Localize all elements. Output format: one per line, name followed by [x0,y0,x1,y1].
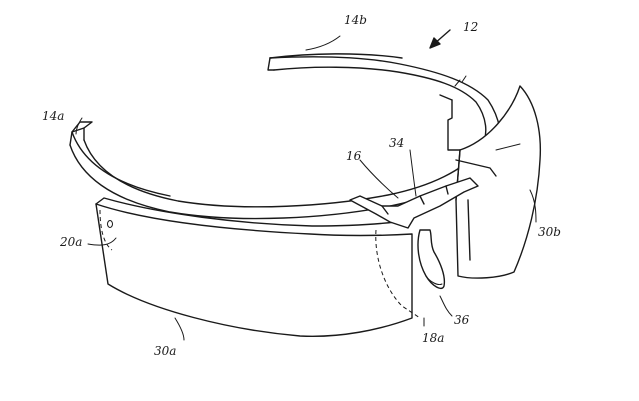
label-ref-20a: 20a [59,235,82,249]
label-ref-14a: 14a [42,109,64,123]
label-ref-34: 34 [389,136,404,150]
label-ref-14b: 14b [344,13,367,27]
label-ref-12: 12 [463,20,478,34]
hidden-lines [99,209,421,319]
label-ref-30b: 30b [538,225,561,239]
leader-lines [75,35,537,341]
lens-shield-30a [95,197,413,338]
label-ref-36: 36 [454,313,470,327]
label-ref-16: 16 [346,149,362,163]
bridge-center-16 [349,177,479,290]
label-ref-18a: 18a [422,331,444,345]
label-ref-30a: 30a [154,344,176,358]
arrow-12 [429,29,451,49]
lens-shield-30b [439,85,542,279]
